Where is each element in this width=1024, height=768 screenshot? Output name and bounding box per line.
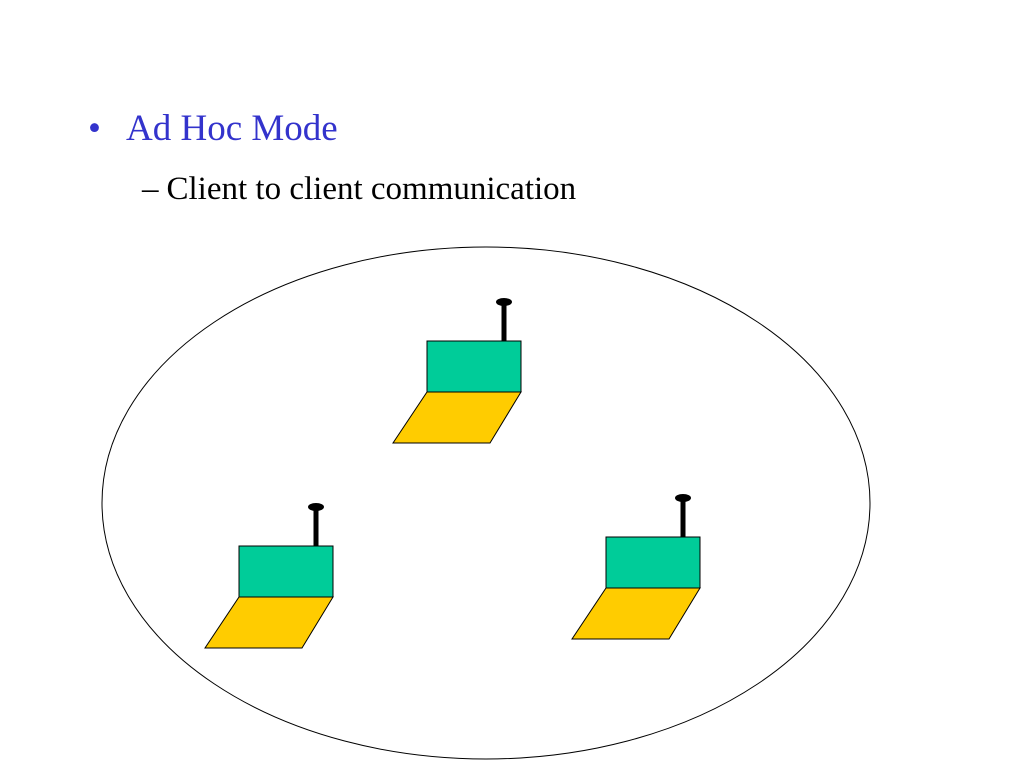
slide-heading: Ad Hoc Mode [126,108,338,149]
client-laptop-right [571,494,701,640]
client-laptop-left [204,503,334,649]
laptop-screen [426,340,522,393]
subpoint-row: – Client to client communication [142,166,576,212]
laptop-keyboard [571,587,701,640]
antenna-tip-icon [496,298,512,306]
network-boundary-ellipse [101,246,871,760]
antenna-tip-icon [675,494,691,502]
laptop-keyboard [204,596,334,649]
bullet-icon: • [88,108,101,149]
heading-bullet: • Ad Hoc Mode [88,104,338,154]
antenna-tip-icon [308,503,324,511]
subpoint-text: Client to client communication [166,171,577,207]
laptop-screen [605,536,701,589]
dash-icon: – [142,171,159,207]
laptop-screen [238,545,334,598]
laptop-keyboard [392,391,522,444]
client-laptop-top [392,298,522,444]
